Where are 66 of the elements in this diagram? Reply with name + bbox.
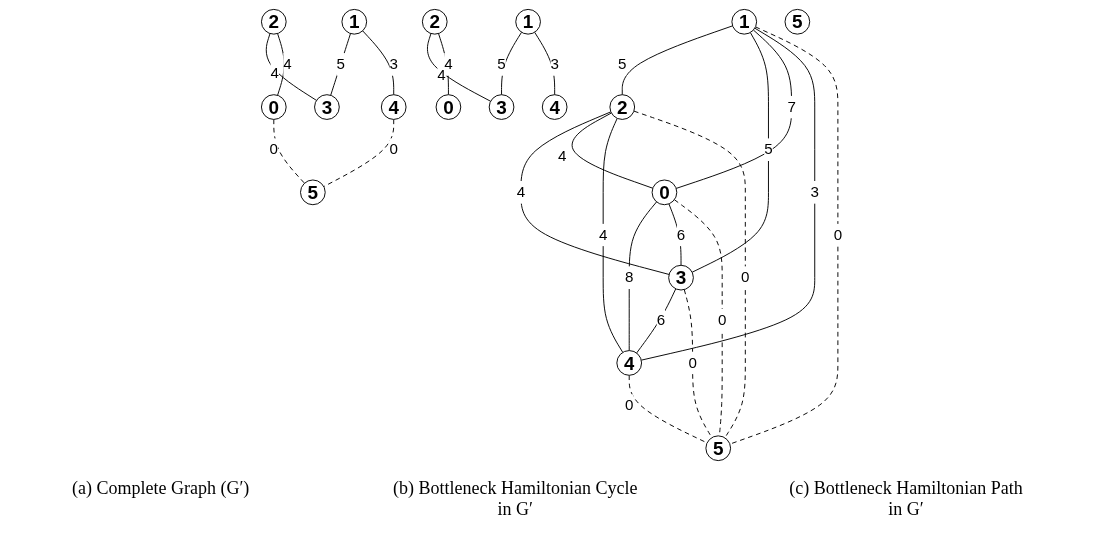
panel-caption: (a) Complete Graph (G′) (71, 478, 250, 500)
node-circle: 5 (299, 179, 326, 206)
edge-label: 0 (740, 269, 750, 286)
edge-label: 5 (336, 55, 345, 72)
edge-label: 3 (810, 183, 819, 200)
edge-label: 0 (269, 141, 278, 158)
edge-label: 5 (617, 55, 627, 72)
node-circle: 3 (313, 94, 340, 120)
edge-label: 4 (270, 65, 279, 82)
connector (633, 110, 746, 439)
node-circle: 0 (651, 179, 677, 206)
node-circle: 2 (421, 8, 448, 35)
node-circle: 0 (435, 94, 461, 120)
connector (673, 199, 723, 437)
edge-label: 4 (437, 66, 446, 83)
connector (520, 111, 670, 275)
connector (426, 33, 491, 102)
node-circle: 2 (609, 94, 635, 120)
edge-label: 8 (624, 269, 634, 286)
edge-label: 0 (833, 226, 842, 243)
node-circle: 4 (616, 350, 642, 376)
connector (273, 118, 305, 184)
node-circle: 4 (541, 94, 568, 120)
edge-label: 0 (389, 141, 398, 158)
edge-label: 6 (676, 226, 685, 243)
edge-label: 4 (557, 147, 567, 164)
connector (437, 33, 449, 96)
connector (329, 33, 351, 96)
edge-label: 5 (497, 55, 506, 72)
connector (602, 117, 623, 353)
node-circle: 1 (731, 8, 757, 35)
edge-label: 7 (787, 98, 796, 115)
connector (635, 288, 676, 354)
connector (628, 374, 708, 444)
edge-label: 4 (516, 183, 525, 200)
node-circle: 3 (667, 264, 694, 291)
connector (675, 29, 792, 189)
connector (691, 32, 769, 273)
node-circle: 5 (784, 8, 810, 35)
edge-label: 4 (443, 55, 453, 72)
connector (621, 25, 733, 96)
node-circle: 4 (380, 94, 407, 120)
edge-label: 6 (656, 311, 665, 328)
connector (533, 31, 555, 96)
edge-label: 4 (598, 226, 608, 243)
panel-caption: (c) Bottleneck Hamiltonian Path in G′ (788, 478, 1024, 520)
node-circle: 5 (705, 435, 731, 462)
edge-label: 0 (717, 311, 727, 328)
panel-caption: (b) Bottleneck Hamiltonian Cycle in G′ (391, 478, 639, 520)
edge-label: 3 (389, 55, 398, 72)
edge-label: 3 (550, 55, 559, 72)
connector (729, 26, 839, 445)
edge-label: 0 (688, 354, 697, 371)
node-circle: 2 (260, 8, 287, 35)
edge-label: 5 (763, 141, 773, 158)
connector (571, 112, 653, 189)
node-circle: 1 (341, 8, 367, 35)
edge-label: 0 (624, 397, 634, 414)
node-circle: 0 (260, 94, 287, 120)
connector (500, 31, 522, 96)
node-circle: 3 (488, 94, 515, 120)
node-circle: 1 (515, 8, 541, 35)
connector (361, 30, 394, 96)
connector (628, 201, 657, 352)
connector (640, 27, 815, 361)
edge-label: 4 (282, 55, 292, 72)
